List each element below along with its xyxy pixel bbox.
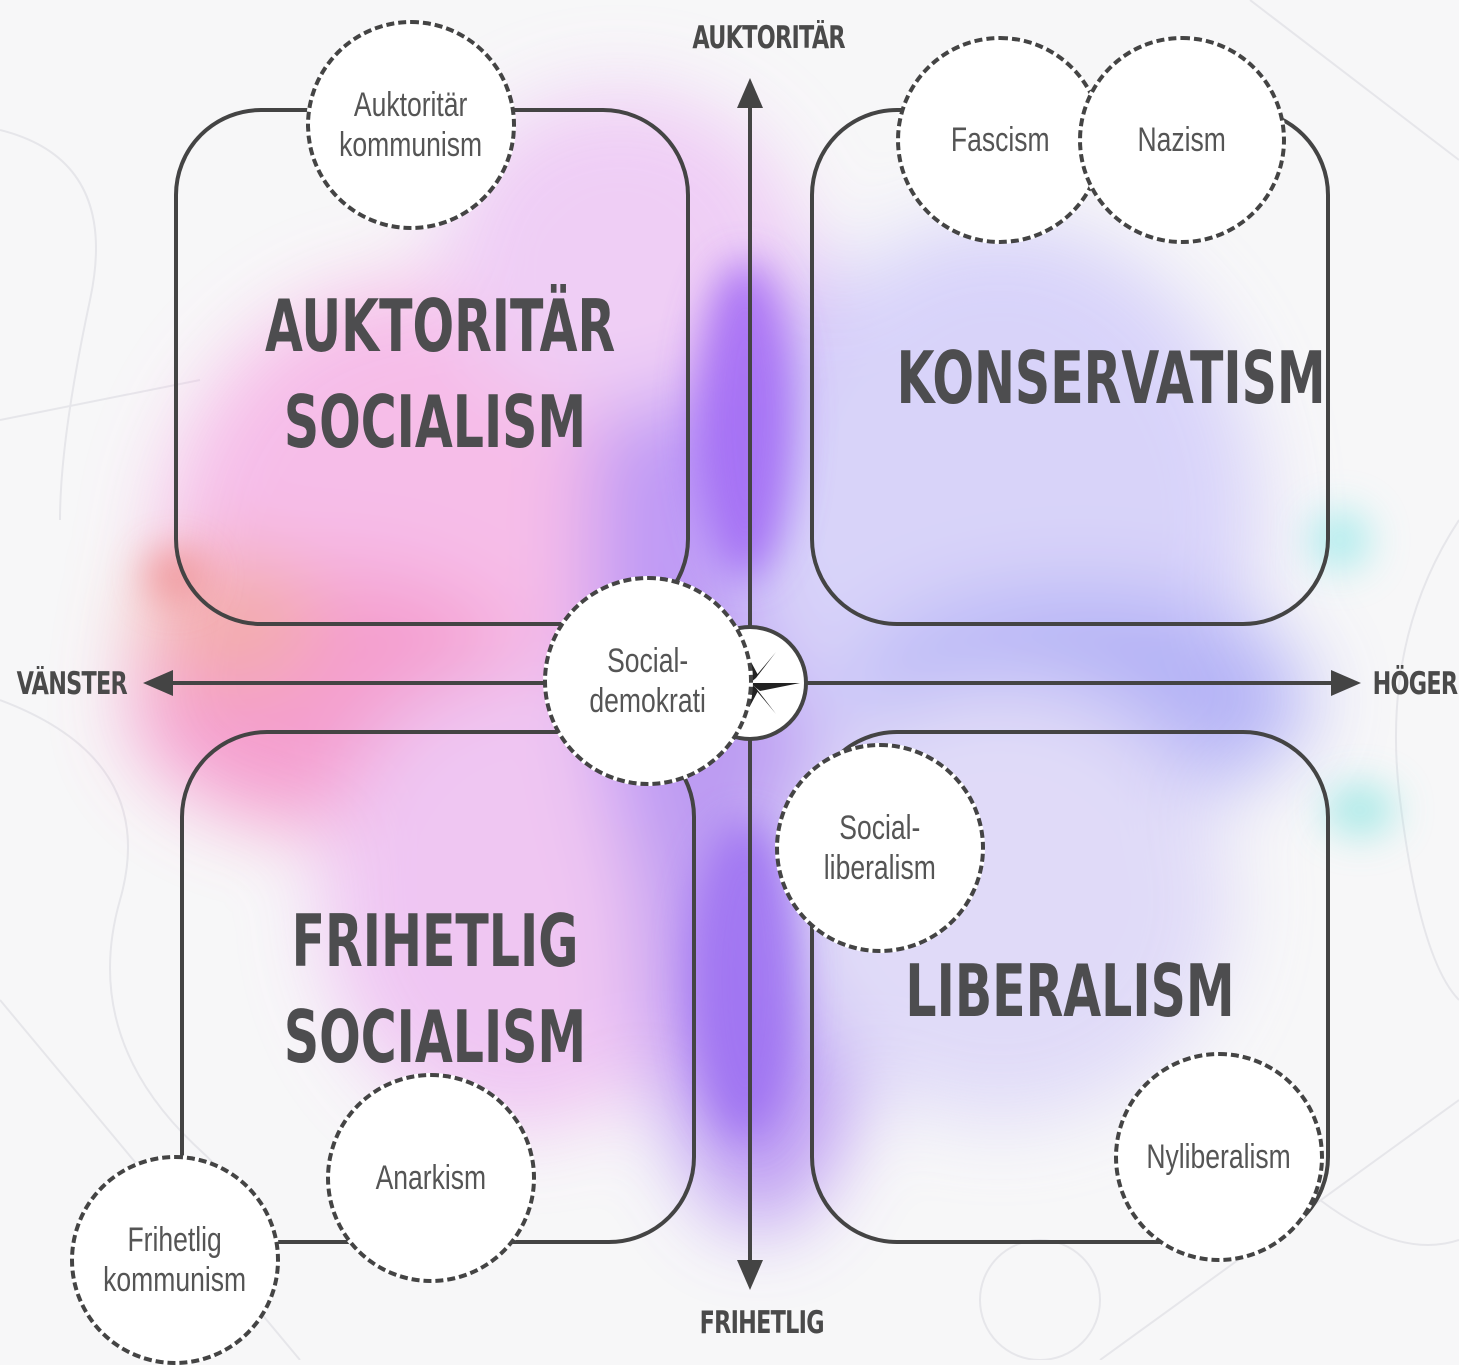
bubble-nyliberalism: Nyliberalism bbox=[1114, 1052, 1324, 1262]
bubble-frihetlig-kommunism: Frihetlig kommunism bbox=[70, 1155, 280, 1365]
bubble-label: Fascism bbox=[950, 121, 1050, 159]
bubble-auktoritar-kommunism: Auktoritär kommunism bbox=[306, 20, 516, 230]
axis-label-left: VÄNSTER bbox=[16, 666, 128, 702]
bubble-label: Social- demokrati bbox=[589, 642, 707, 720]
bubble-fascism: Fascism bbox=[896, 36, 1104, 244]
bubble-socialdemokrati: Social- demokrati bbox=[543, 576, 753, 786]
quadrant-title-top-right: KONSERVATISM bbox=[896, 330, 1326, 426]
bubble-label: Social- liberalism bbox=[823, 809, 937, 887]
bubble-label: Nyliberalism bbox=[1146, 1138, 1292, 1176]
bubble-label: Frihetlig kommunism bbox=[103, 1221, 247, 1299]
bubble-nazism: Nazism bbox=[1078, 36, 1286, 244]
quadrant-title-bottom-right: LIBERALISM bbox=[897, 943, 1244, 1039]
axis-label-right: HÖGER bbox=[1372, 666, 1459, 702]
arrow-down-icon bbox=[737, 1260, 763, 1290]
bubble-label: Anarkism bbox=[375, 1159, 487, 1197]
arrow-right-icon bbox=[1331, 670, 1361, 696]
quadrant-title-top-left: AUKTORITÄR SOCIALISM bbox=[265, 278, 616, 470]
arrow-up-icon bbox=[737, 78, 763, 108]
quadrant-title-line: SOCIALISM bbox=[283, 380, 587, 464]
bubble-socialliberalism: Social- liberalism bbox=[775, 743, 985, 953]
bubble-label: Nazism bbox=[1137, 121, 1227, 159]
quadrant-box-bottom-right bbox=[810, 730, 1330, 1244]
quadrant-title-line: AUKTORITÄR bbox=[265, 284, 616, 368]
quadrant-title-bottom-left: FRIHETLIG SOCIALISM bbox=[265, 893, 605, 1085]
bubble-label: Auktoritär kommunism bbox=[339, 86, 483, 164]
axis-label-top: AUKTORITÄR bbox=[692, 20, 845, 56]
quadrant-title-line: KONSERVATISM bbox=[896, 336, 1326, 420]
quadrant-title-line: LIBERALISM bbox=[905, 949, 1235, 1033]
quadrant-title-line: FRIHETLIG bbox=[291, 899, 579, 983]
quadrant-title-line: SOCIALISM bbox=[283, 995, 587, 1079]
axis-label-bottom: FRIHETLIG bbox=[699, 1305, 825, 1341]
arrow-left-icon bbox=[143, 670, 173, 696]
bubble-anarkism: Anarkism bbox=[326, 1073, 536, 1283]
